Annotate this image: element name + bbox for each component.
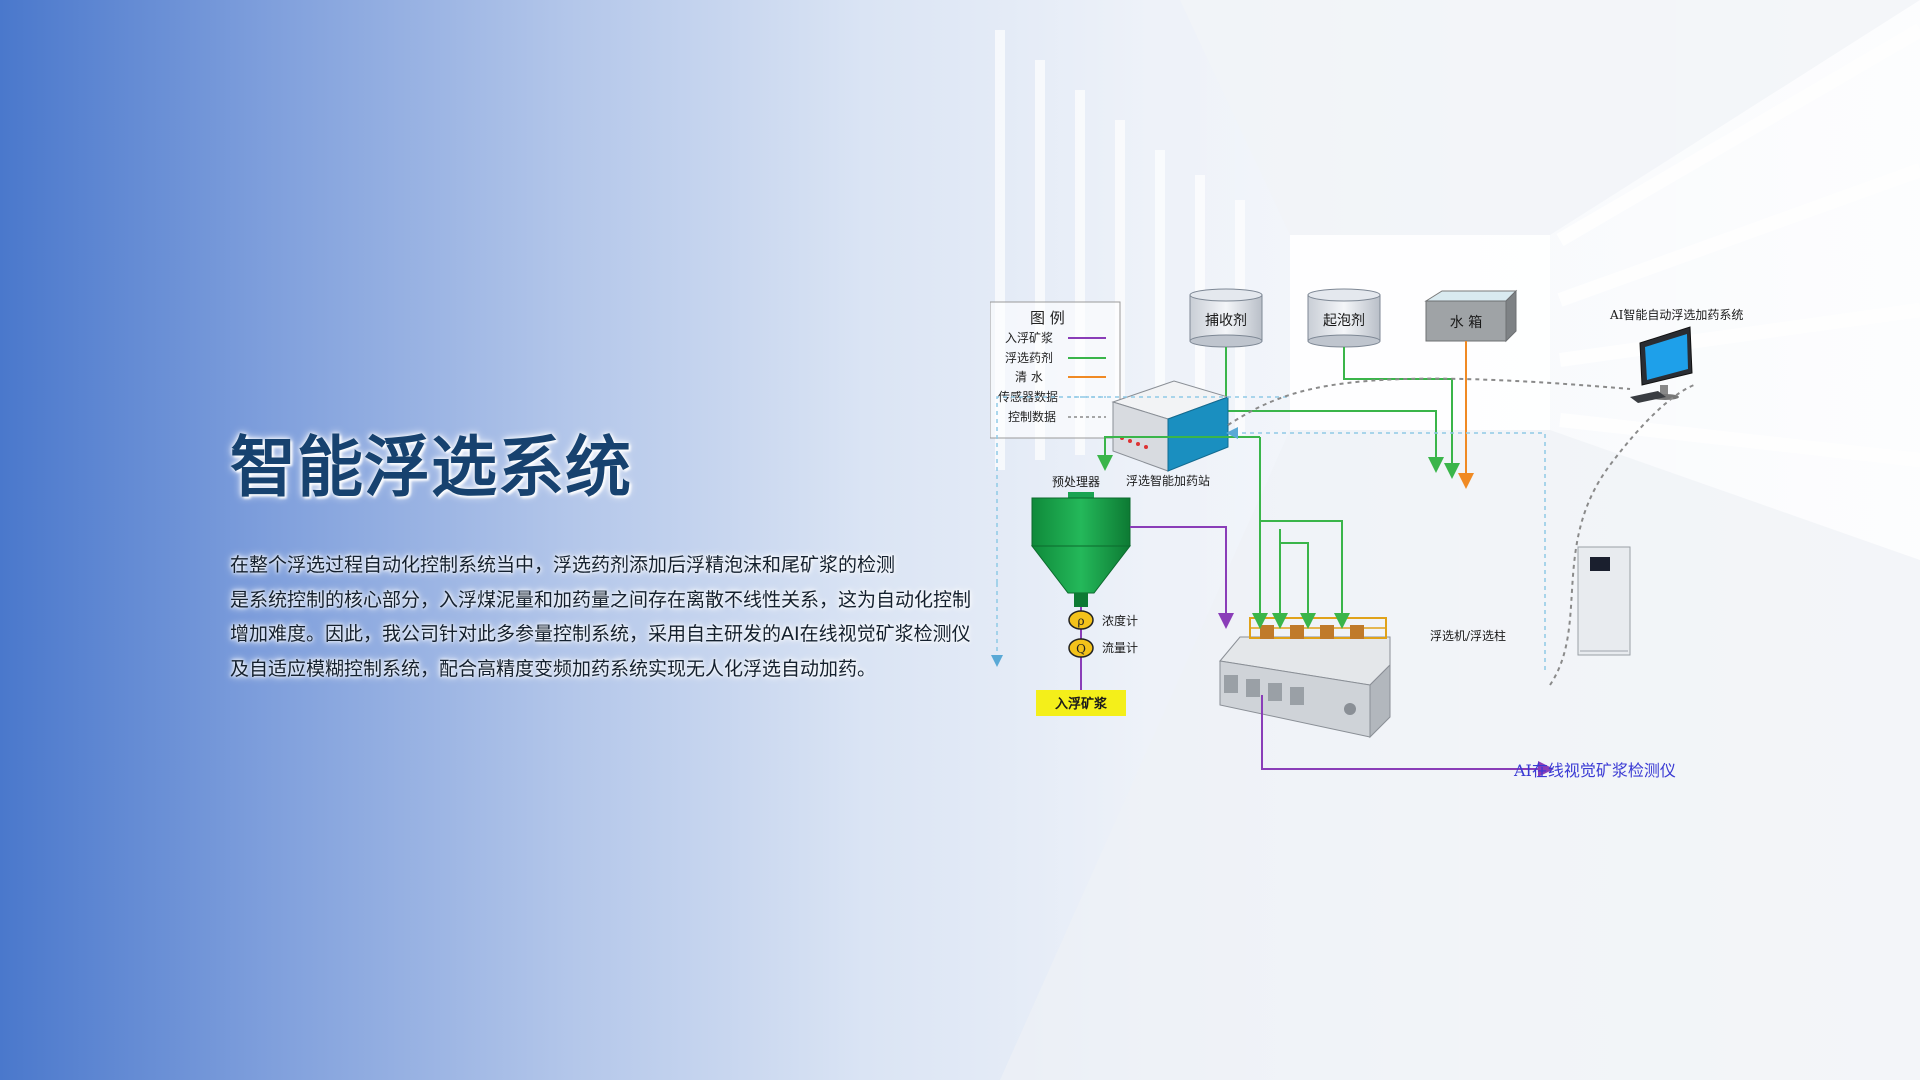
pretreatment-vessel xyxy=(1030,492,1132,607)
reagent-lines xyxy=(1225,341,1474,489)
legend: 图 例 入浮矿浆 浮选药剂 清 水 传感器数据 控制数据 xyxy=(990,301,1121,439)
dosing-lines xyxy=(1097,436,1350,629)
description-line: 及自适应模糊控制系统，配合高精度变频加药系统实现无人化浮选自动加药。 xyxy=(230,657,877,680)
slurry-lines xyxy=(1130,526,1554,777)
legend-item: 浮选药剂 xyxy=(1005,350,1106,365)
feed-slurry-label: 入浮矿浆 xyxy=(1055,696,1108,712)
description-line: 是系统控制的核心部分，入浮煤泥量和加药量之间存在离散不线性关系，这为自动化控制 xyxy=(230,588,972,611)
water-tank: 水 箱 xyxy=(1424,289,1518,343)
frother-label: 起泡剂 xyxy=(1323,313,1365,329)
legend-item: 清 水 xyxy=(1015,370,1106,384)
description-line: 在整个浮选过程自动化控制系统当中，浮选药剂添加后浮精泡沫和尾矿浆的检测 xyxy=(230,554,896,576)
flotation-diagram: 图 例 入浮矿浆 浮选药剂 清 水 传感器数据 控制数据 捕收剂 xyxy=(990,288,1743,780)
legend-title: 图 例 xyxy=(1030,309,1065,327)
legend-item: 控制数据 xyxy=(1008,409,1106,424)
legend-item: 入浮矿浆 xyxy=(1005,330,1106,345)
dosing-station xyxy=(1111,380,1230,472)
flow-meter-label: 流量计 xyxy=(1102,641,1138,655)
description: 在整个浮选过程自动化控制系统当中，浮选药剂添加后浮精泡沫和尾矿浆的检测 是系统控… xyxy=(230,548,990,686)
computer-icon xyxy=(1630,326,1693,403)
feed-slurry-badge xyxy=(1036,690,1126,716)
legend-label: 入浮矿浆 xyxy=(1005,330,1053,345)
dosing-station-label: 浮选智能加药站 xyxy=(1126,473,1210,488)
pretreatment-label: 预处理器 xyxy=(1052,475,1100,489)
sensor-lines xyxy=(991,396,1546,670)
ai-detector-cabinet xyxy=(1577,546,1631,656)
intro-section: 智能浮选系统 在整个浮选过程自动化控制系统当中，浮选药剂添加后浮精泡沫和尾矿浆的… xyxy=(230,414,990,686)
collector-tank: 捕收剂 xyxy=(1189,288,1263,348)
flotation-machine xyxy=(1219,617,1391,739)
legend-label: 浮选药剂 xyxy=(1005,350,1053,365)
collector-line xyxy=(1225,347,1444,473)
flow-meter: Q xyxy=(1068,638,1094,658)
description-line: 增加难度。因此，我公司针对此多参量控制系统，采用自主研发的AI在线视觉矿浆检测仪 xyxy=(230,623,971,645)
ai-detector-label: AI在线视觉矿浆检测仪 xyxy=(1513,761,1676,780)
flow-symbol: Q xyxy=(1076,642,1086,656)
density-meter-label: 浓度计 xyxy=(1102,613,1138,628)
page-title: 智能浮选系统 xyxy=(230,429,632,506)
ai-system-label: AI智能自动浮选加药系统 xyxy=(1609,307,1743,322)
flotation-machine-label: 浮选机/浮选柱 xyxy=(1430,628,1506,643)
legend-label: 清 水 xyxy=(1015,370,1043,384)
frother-tank: 起泡剂 xyxy=(1307,288,1381,348)
collector-label: 捕收剂 xyxy=(1205,313,1247,329)
legend-label: 控制数据 xyxy=(1008,409,1056,424)
density-symbol: ρ xyxy=(1077,614,1084,628)
water-tank-label: 水 箱 xyxy=(1450,315,1482,331)
